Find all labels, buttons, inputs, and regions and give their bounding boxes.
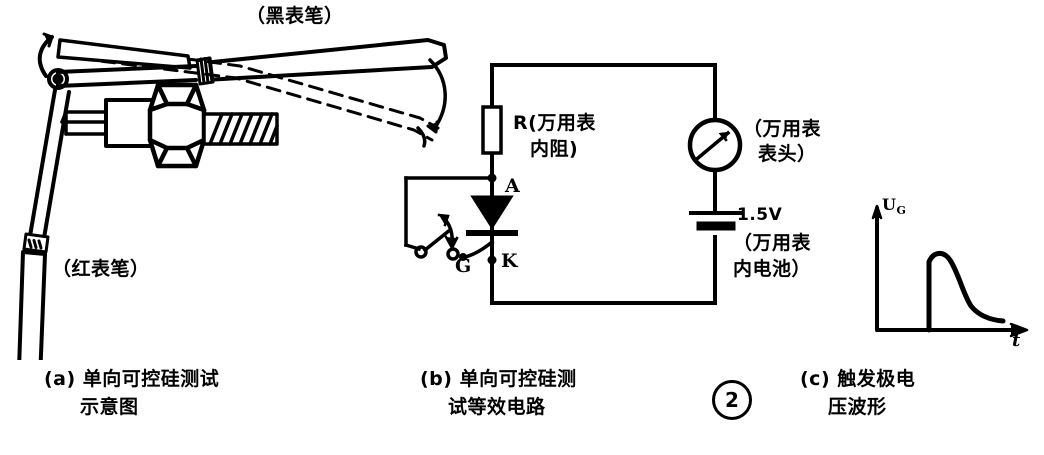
panel-b-caption-line2: 试等效电路 <box>448 396 546 418</box>
gate-lead-wires <box>60 110 108 136</box>
gate-switch-branch <box>403 176 494 261</box>
chart-waveform-curve <box>926 251 1006 333</box>
red-probe-handle <box>17 250 47 360</box>
panel-a-caption-line1: (a) 单向可控硅测试 <box>44 368 220 390</box>
battery-label-line1: （万用表 <box>733 232 812 254</box>
resistor-label-line2: 内阻) <box>530 138 579 160</box>
red-probe-collar <box>22 232 50 254</box>
chart-y-axis-label-main: U <box>882 195 897 214</box>
resistor-label-line1: R(万用表 <box>513 112 596 134</box>
panel-a-illustration <box>17 32 448 360</box>
chart-x-axis-label: t <box>1012 330 1021 351</box>
panel-b-circuit <box>403 63 743 305</box>
pivot-ring <box>47 68 69 90</box>
cathode-label: K <box>501 250 519 272</box>
scr-hex-nut <box>147 82 207 169</box>
panel-a-caption-line2: 示意图 <box>80 396 139 418</box>
rotation-arrow-right <box>416 58 447 148</box>
anode-label: A <box>505 175 521 197</box>
battery-symbol <box>689 211 743 231</box>
chart-y-axis-label: UG <box>882 195 907 218</box>
resistor-R-symbol <box>481 105 503 155</box>
meter-movement-symbol <box>687 117 743 173</box>
black-probe-label: （黑表笔） <box>246 5 344 27</box>
node-cathode-dot <box>487 255 497 265</box>
scr-symbol <box>466 176 518 262</box>
chart-y-axis-label-sub: G <box>896 204 907 218</box>
black-probe-tip-collar <box>195 56 215 86</box>
meter-label-line2: 表头） <box>758 143 817 165</box>
scr-threaded-stud <box>202 112 279 146</box>
chart-x-axis <box>875 322 1029 338</box>
switch-close-arrow <box>437 213 459 251</box>
chart-y-axis <box>871 204 883 332</box>
battery-voltage-label: 1.5V <box>737 205 783 225</box>
panel-c-caption-line2: 压波形 <box>828 396 887 418</box>
red-probe-label: （红表笔） <box>52 258 150 280</box>
panel-c-waveform-chart <box>871 204 1029 338</box>
rotation-arrow-left <box>37 32 54 78</box>
panel-c-caption-line1: (c) 触发极电 <box>800 368 916 390</box>
circuit-loop-wires <box>490 63 717 305</box>
meter-label-line1: （万用表 <box>743 118 822 140</box>
battery-label-line2: 内电池） <box>733 258 812 280</box>
gate-label: G <box>455 255 472 277</box>
panel-b-caption-line1: (b) 单向可控硅测 <box>420 368 577 390</box>
red-probe-shaft <box>28 88 71 240</box>
figure-number-badge: 2 <box>712 380 752 420</box>
scr-gate-lead <box>459 239 495 261</box>
black-probe-ghost-handle <box>56 38 192 70</box>
